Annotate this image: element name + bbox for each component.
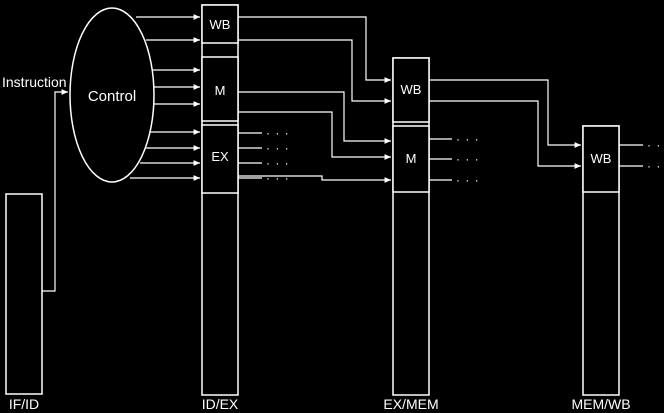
- memwb-wb-field: [582, 125, 620, 193]
- memwb-wb-label: WB: [591, 151, 612, 166]
- idex-to-exmem-wires: [238, 16, 391, 183]
- control-output-wires: [130, 14, 200, 181]
- ifid-label: IF/ID: [9, 396, 39, 412]
- svg-text:· · ·: · · ·: [456, 173, 480, 187]
- memwb-register: [582, 125, 620, 396]
- exmem-m-label: M: [406, 151, 417, 166]
- exmem-to-memwb-wires: [429, 79, 581, 169]
- exmem-register: [392, 57, 430, 396]
- svg-text:· · ·: · · ·: [456, 132, 480, 146]
- control-unit: [69, 7, 155, 183]
- exmem-wb-label: WB: [401, 82, 422, 97]
- idex-ex-label: EX: [211, 149, 229, 164]
- idex-label: ID/EX: [202, 396, 239, 412]
- idex-ex-field: [201, 124, 239, 194]
- instruction-label: Instruction: [2, 74, 67, 90]
- exmem-wb-field: [392, 57, 430, 123]
- svg-text:· · ·: · · ·: [266, 126, 290, 140]
- svg-text:· · ·: · · ·: [647, 138, 664, 152]
- svg-text:· · ·: · · ·: [266, 171, 290, 185]
- svg-text:· · ·: · · ·: [266, 141, 290, 155]
- exmem-m-field: [392, 125, 430, 193]
- idex-wb-label: WB: [210, 17, 231, 32]
- exmem-label: EX/MEM: [383, 396, 438, 412]
- ifid-register: [5, 193, 43, 395]
- idex-wb-field: [201, 4, 239, 44]
- idex-m-field: [201, 56, 239, 122]
- idex-m-label: M: [215, 83, 226, 98]
- idex-register: [201, 4, 239, 396]
- svg-text:· · ·: · · ·: [647, 159, 664, 173]
- svg-text:· · ·: · · ·: [266, 156, 290, 170]
- exit-stubs: [238, 132, 643, 181]
- control-label: Control: [88, 88, 136, 105]
- memwb-label: MEM/WB: [571, 396, 630, 412]
- svg-text:· · ·: · · ·: [456, 152, 480, 166]
- instruction-wire: [42, 89, 68, 292]
- continuation-dots: · · · · · · · · · · · · · · · · · · · · …: [266, 126, 664, 187]
